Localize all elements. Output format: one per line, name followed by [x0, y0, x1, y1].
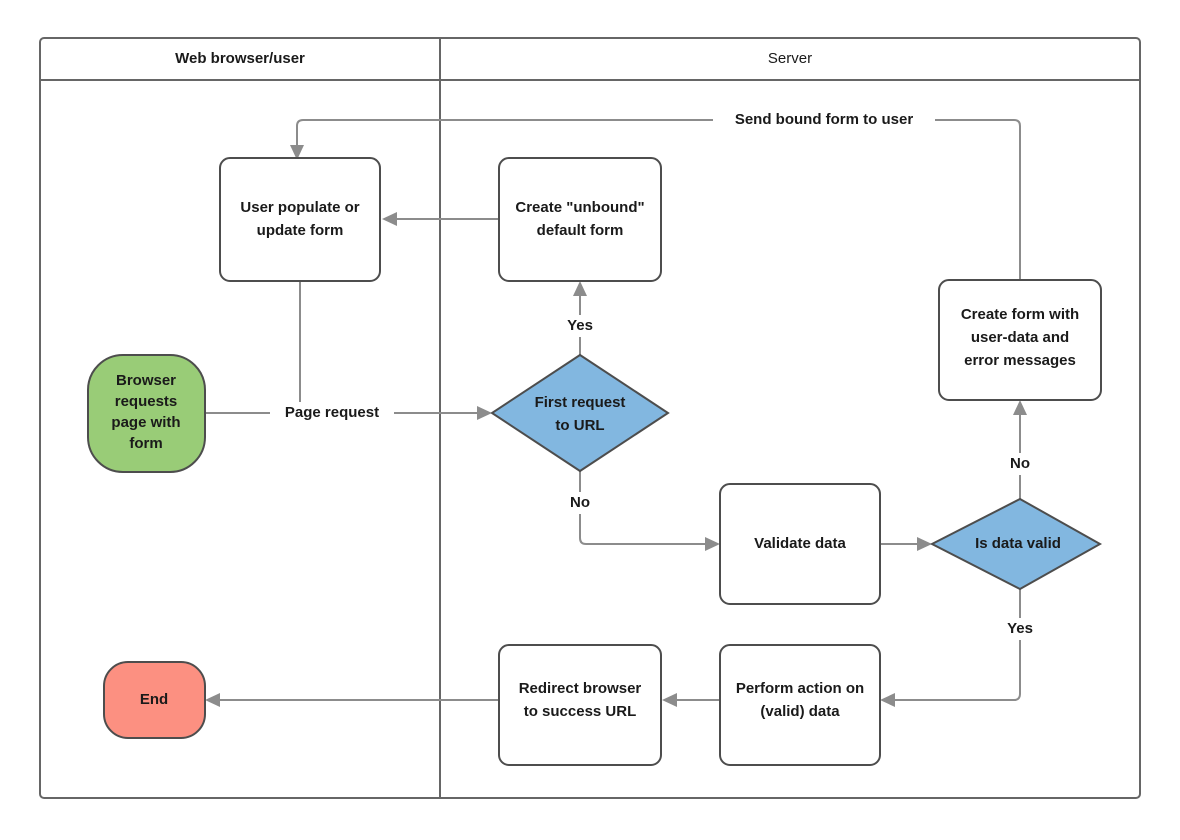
edge-label-first-request-no-backdrop: [563, 492, 597, 514]
edge-validate-data-to-is-data-valid-arrowhead: [917, 537, 932, 551]
edge-label-first-request-yes-backdrop: [562, 315, 599, 337]
node-first-request-to-url[interactable]: First request to URL: [490, 353, 670, 473]
edge-label-first-request-no: No: [570, 494, 590, 511]
edge-is-data-valid-yes-arrowhead: [880, 693, 895, 707]
node-redirect-browser-shape[interactable]: [498, 644, 662, 766]
edge-label-is-data-valid-no-backdrop: [1003, 453, 1037, 475]
edge-label-page-request: Page request: [285, 404, 379, 421]
node-first-request-shape[interactable]: [490, 353, 670, 473]
edge-create-unbound-to-user-populate-arrowhead: [382, 212, 397, 226]
node-is-data-valid-label: Is data valid: [975, 535, 1061, 552]
node-browser-requests-label-line-4: form: [129, 435, 162, 452]
edge-label-send-bound-form-backdrop: [713, 109, 935, 131]
edge-label-page-request-backdrop: [270, 402, 394, 424]
lane-title-server: Server: [768, 50, 812, 67]
edge-send-bound-form-arrowhead: [290, 145, 304, 160]
lane-titles: Web browser/user Server: [175, 50, 812, 67]
node-redirect-browser-to-success-url[interactable]: Redirect browser to success URL: [498, 644, 662, 766]
node-validate-data-label: Validate data: [754, 535, 846, 552]
swimlane-frame: [39, 37, 1141, 799]
node-is-data-valid-shape[interactable]: [929, 497, 1103, 591]
node-user-populate-label-line-1: User populate or: [240, 199, 359, 216]
node-browser-requests-label-line-2: requests: [115, 393, 178, 410]
node-create-form-errors-label-line-3: error messages: [964, 352, 1076, 369]
node-end[interactable]: End: [103, 661, 206, 739]
node-create-unbound-default-form[interactable]: Create "unbound" default form: [498, 157, 662, 282]
node-create-form-errors-label-line-2: user-data and: [971, 329, 1069, 346]
node-browser-requests-label-line-1: Browser: [116, 372, 176, 389]
node-create-unbound-shape[interactable]: [498, 157, 662, 282]
node-browser-requests-shape[interactable]: [87, 354, 206, 473]
edge-label-send-bound-form-to-user: Send bound form to user: [735, 111, 913, 128]
edges-layer: [205, 119, 1027, 707]
node-browser-requests-page-with-form[interactable]: Browser requests page with form: [87, 354, 206, 473]
node-create-unbound-label-line-2: default form: [537, 222, 624, 239]
node-redirect-browser-label-line-1: Redirect browser: [519, 680, 642, 697]
edge-label-is-data-valid-yes-backdrop: [1002, 618, 1039, 640]
node-first-request-label-line-1: First request: [535, 394, 626, 411]
edge-first-request-no-arrowhead: [705, 537, 720, 551]
edge-perform-action-to-redirect-browser-arrowhead: [662, 693, 677, 707]
node-perform-action-label-line-1: Perform action on: [736, 680, 864, 697]
node-perform-action-label-line-2: (valid) data: [760, 703, 840, 720]
edge-first-request-no-to-validate-data: [579, 471, 708, 545]
node-user-populate-label-line-2: update form: [257, 222, 344, 239]
node-first-request-label-line-2: to URL: [555, 417, 604, 434]
node-perform-action-shape[interactable]: [719, 644, 881, 766]
node-perform-action-on-valid-data[interactable]: Perform action on (valid) data: [719, 644, 881, 766]
edge-is-data-valid-yes-to-perform-action: [892, 589, 1021, 701]
edge-first-request-yes-arrowhead: [573, 281, 587, 296]
edge-label-is-data-valid-yes: Yes: [1007, 620, 1033, 637]
edge-redirect-browser-to-end-arrowhead: [205, 693, 220, 707]
swimlane-outer-border: [39, 37, 1141, 799]
node-redirect-browser-label-line-2: to success URL: [524, 703, 637, 720]
edge-browser-requests-to-first-request-arrowhead: [477, 406, 492, 420]
node-validate-data-shape[interactable]: [719, 483, 881, 605]
node-end-label: End: [140, 691, 168, 708]
edge-is-data-valid-no-arrowhead: [1013, 400, 1027, 415]
node-browser-requests-label-line-3: page with: [111, 414, 180, 431]
node-create-form-with-user-data-and-error-messages[interactable]: Create form with user-data and error mes…: [938, 279, 1102, 401]
edge-label-is-data-valid-no: No: [1010, 455, 1030, 472]
node-user-populate-shape[interactable]: [219, 157, 381, 282]
node-create-form-errors-shape[interactable]: [938, 279, 1102, 401]
edge-send-bound-form-to-user: [296, 119, 1021, 280]
lane-title-web-browser-user: Web browser/user: [175, 50, 305, 67]
edge-label-first-request-yes: Yes: [567, 317, 593, 334]
node-create-form-errors-label-line-1: Create form with: [961, 306, 1079, 323]
node-user-populate-or-update-form[interactable]: User populate or update form: [219, 157, 381, 282]
edge-labels-layer: Send bound form to user Page request Yes…: [270, 109, 1039, 640]
node-is-data-valid[interactable]: Is data valid: [929, 497, 1103, 591]
node-validate-data[interactable]: Validate data: [719, 483, 881, 605]
node-end-shape[interactable]: [103, 661, 206, 739]
node-create-unbound-label-line-1: Create "unbound": [515, 199, 644, 216]
